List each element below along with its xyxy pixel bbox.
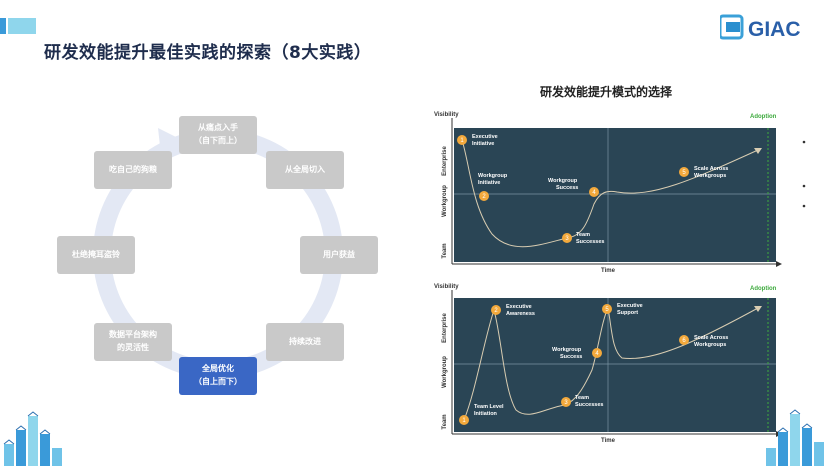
node-text: 从痛点入手 [198, 123, 238, 133]
node-text: （自下而上） [194, 136, 242, 145]
svg-text:2: 2 [494, 308, 498, 314]
step-label: Workgroup [552, 347, 582, 353]
step-marker: 3 [562, 233, 572, 243]
level-label: Workgroup [442, 185, 448, 217]
node-text: 持续改进 [289, 336, 321, 346]
step-label: Successes [575, 402, 603, 408]
step-label: Awareness [506, 311, 535, 317]
corner-accent [0, 18, 36, 34]
node-text: 用户获益 [323, 249, 355, 259]
svg-text:1: 1 [460, 138, 464, 144]
page-title: 研发效能提升最佳实践的探索（8大实践） [44, 43, 372, 63]
cycle-ring [93, 128, 343, 379]
step-marker: 3 [561, 397, 571, 407]
step-marker: 2 [479, 191, 489, 201]
decorative-cubes-left [3, 411, 62, 466]
node-text: 杜绝掩耳盗铃 [72, 249, 120, 259]
step-label: Workgroups [694, 173, 726, 179]
step-label: Executive [506, 304, 532, 310]
node-text: 从全局切入 [285, 164, 325, 174]
cycle-node-global-optimization[interactable]: 全局优化 （自上而下） [179, 357, 257, 395]
giac-logo: GIAC [718, 14, 822, 42]
step-label: Team [575, 395, 589, 401]
step-marker: 2 [491, 305, 501, 315]
node-text: （自上而下） [194, 377, 242, 386]
decorative-cubes-right [766, 409, 824, 466]
step-label: Team Level [474, 404, 504, 410]
step-label: Success [560, 354, 582, 360]
step-label: Workgroup [548, 178, 578, 184]
cycle-node-no-self-deception[interactable]: 杜绝掩耳盗铃 [57, 236, 135, 274]
step-label: Initiative [472, 141, 494, 147]
step-label: Success [556, 185, 578, 191]
step-label: Scale Across [694, 335, 728, 341]
cycle-node-data-platform[interactable]: 数据平台架构 的灵活性 [94, 323, 172, 361]
step-marker: 5 [602, 304, 612, 314]
step-marker: 5 [679, 167, 689, 177]
diagram-bottom: Visibility Adoption Enterprise Workgroup… [434, 284, 782, 444]
step-marker: 4 [589, 187, 599, 197]
cycle-node-dogfooding[interactable]: 吃自己的狗粮 [94, 151, 172, 189]
diagram-panel [454, 128, 776, 262]
diagram-heading: 研发效能提升模式的选择 [540, 85, 673, 99]
diagram-panel [454, 298, 776, 432]
node-text: 全局优化 [202, 364, 234, 374]
level-label: Enterprise [442, 313, 448, 343]
cycle-node-global-entry[interactable]: 从全局切入 [266, 151, 344, 189]
svg-text:4: 4 [592, 190, 596, 196]
svg-text:2: 2 [482, 194, 486, 200]
axis-x-label: Time [601, 268, 616, 274]
step-label: Executive [617, 303, 643, 309]
cycle-node-continuous-improvement[interactable]: 持续改进 [266, 323, 344, 361]
svg-text:1: 1 [462, 418, 466, 424]
adoption-curve [461, 139, 759, 248]
step-label: Successes [576, 239, 604, 245]
step-marker: 1 [459, 415, 469, 425]
step-marker: 4 [592, 348, 602, 358]
diagram-top: Visibility Adoption Enterprise Workgroup… [434, 112, 782, 274]
level-label: Workgroup [442, 356, 448, 388]
node-text: 的灵活性 [117, 343, 149, 352]
level-label: Team [442, 414, 448, 429]
level-label: Enterprise [442, 146, 448, 176]
step-label: Executive [472, 134, 498, 140]
bullet-dots [802, 140, 806, 208]
svg-text:6: 6 [682, 338, 686, 344]
level-label: Team [442, 243, 448, 258]
step-label: Support [617, 310, 638, 316]
svg-text:4: 4 [595, 351, 599, 357]
axis-x-label: Time [601, 438, 616, 444]
svg-text:3: 3 [564, 400, 568, 406]
adoption-label: Adoption [750, 286, 777, 292]
adoption-label: Adoption [750, 114, 777, 120]
step-marker: 1 [457, 135, 467, 145]
step-label: Initiative [478, 180, 500, 186]
node-text: 吃自己的狗粮 [109, 164, 157, 174]
step-label: Workgroups [694, 342, 726, 348]
node-text: 数据平台架构 [109, 330, 157, 340]
step-label: Initiation [474, 411, 498, 417]
axis-y-label: Visibility [434, 112, 459, 118]
cycle-node-pain-points[interactable]: 从痛点入手 （自下而上） [179, 116, 257, 154]
step-label: Workgroup [478, 173, 508, 179]
svg-text:5: 5 [682, 170, 686, 176]
step-label: Scale Across [694, 166, 728, 172]
step-marker: 6 [679, 335, 689, 345]
axis-y-label: Visibility [434, 284, 459, 290]
cycle-node-user-benefit[interactable]: 用户获益 [300, 236, 378, 274]
step-label: Team [576, 232, 590, 238]
svg-text:3: 3 [565, 236, 569, 242]
svg-text:5: 5 [605, 307, 609, 313]
logo-text: GIAC [748, 18, 801, 41]
